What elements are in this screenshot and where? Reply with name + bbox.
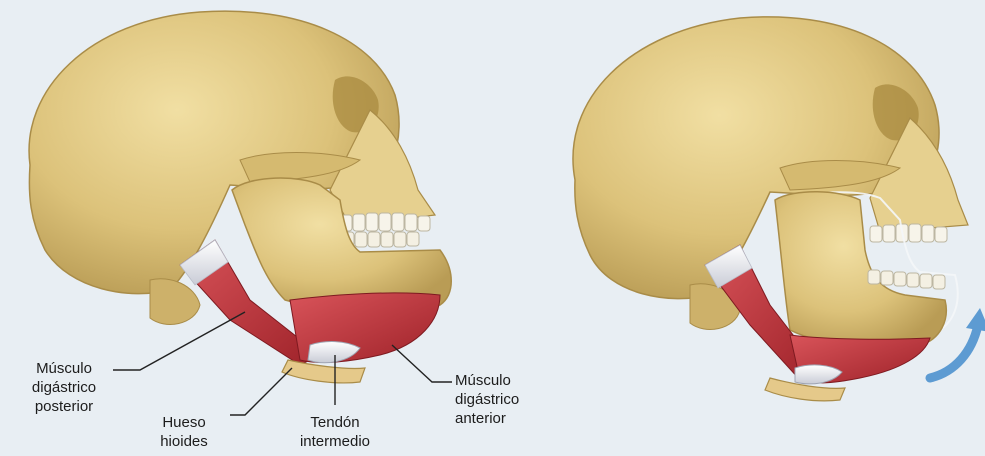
label-digastric-anterior: Músculo digástrico anterior	[455, 371, 555, 428]
leader-hyoid	[230, 368, 292, 415]
label-digastric-posterior: Músculo digástrico posterior	[16, 359, 112, 416]
skull-closed	[29, 11, 451, 383]
skull-open	[573, 17, 985, 401]
mastoid-process	[150, 279, 200, 325]
hyoid-bone	[282, 360, 365, 383]
label-intermediate-tendon: Tendón intermedio	[285, 413, 385, 451]
upper-teeth	[340, 213, 430, 231]
cranium	[573, 17, 939, 299]
label-hyoid-bone: Hueso hioides	[138, 413, 230, 451]
jaw-movement-arrow-head	[966, 308, 985, 332]
leader-digastric-anterior	[392, 345, 452, 382]
